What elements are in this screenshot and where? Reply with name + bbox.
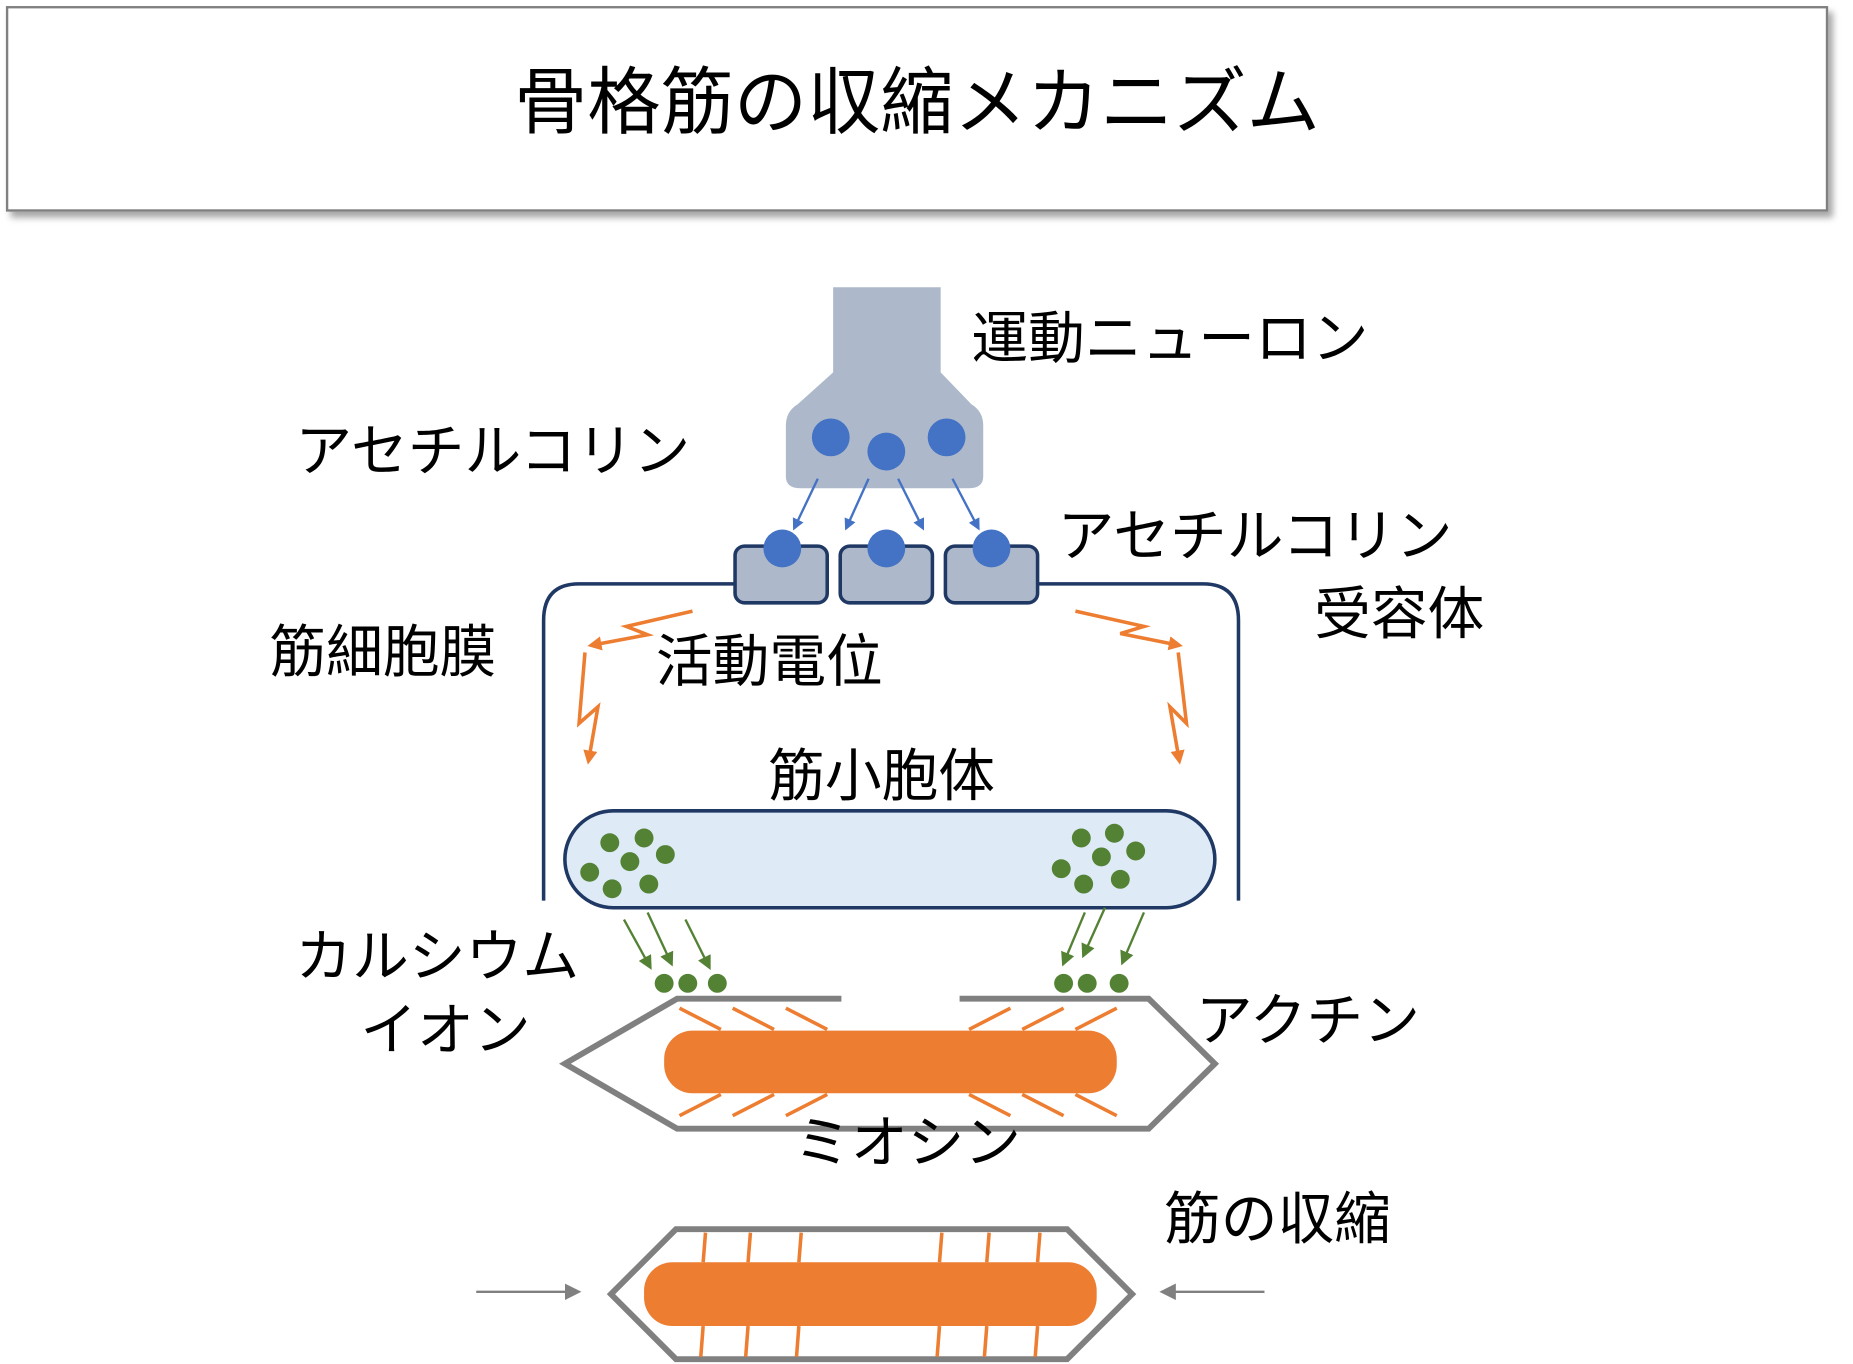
myosin-head [678, 1006, 722, 1032]
calcium-ion [1104, 823, 1124, 843]
myosin-head [731, 1006, 775, 1032]
myosin-head [1074, 1092, 1118, 1118]
calcium-ion [1077, 973, 1097, 993]
cross-bridge [797, 1232, 804, 1263]
calcium-ion [1071, 828, 1091, 848]
released-calcium [654, 973, 1129, 993]
calcium-ion [654, 973, 674, 993]
myosin-head [1021, 1006, 1065, 1032]
label-action-potential: 活動電位 [656, 629, 883, 695]
cross-bridge [746, 1232, 753, 1263]
label-receptor-line2: 受容体 [1314, 582, 1484, 648]
myosin-filament [664, 1030, 1117, 1094]
cross-bridges [699, 1232, 1042, 1357]
calcium-ion [580, 862, 600, 882]
calcium-ion [1074, 874, 1094, 894]
label-actin: アクチン [1196, 988, 1420, 1054]
sarcoplasmic-reticulum [563, 809, 1217, 910]
calcium-ion [600, 833, 620, 853]
bound-acetylcholine [972, 529, 1011, 568]
cross-bridge [743, 1325, 750, 1357]
actin-filament [558, 995, 1220, 1132]
calcium-arrow [622, 918, 652, 970]
calcium-arrow [1081, 907, 1107, 959]
label-sarcoplasmic-reticulum: 筋小胞体 [768, 743, 995, 809]
myosin-head [1074, 1006, 1118, 1032]
calcium-arrow [646, 911, 674, 967]
calcium-ion [1054, 973, 1074, 993]
myosin-heads [678, 1006, 1118, 1118]
label-receptor-line1: アセチルコリン [1058, 504, 1453, 570]
calcium-arrow [1061, 911, 1086, 967]
label-motor-neuron: 運動ニューロン [971, 306, 1368, 372]
calcium-ion [620, 852, 640, 872]
label-myosin: ミオシン [794, 1110, 1021, 1176]
calcium-ion [602, 879, 622, 899]
cross-bridge [1035, 1232, 1042, 1263]
calcium-ion [1109, 973, 1129, 993]
cross-bridge [701, 1232, 708, 1263]
calcium-ion [1051, 859, 1071, 879]
bound-acetylcholine [763, 529, 802, 568]
action-potential-arrows [576, 609, 1189, 765]
calcium-ion [655, 845, 675, 864]
stored-calcium [580, 823, 1146, 899]
myosin-head [678, 1092, 722, 1118]
calcium-ion [1126, 841, 1146, 861]
myosin-head [968, 1006, 1012, 1032]
contracted-myosin [644, 1262, 1097, 1327]
calcium-ion [707, 973, 727, 993]
label-calcium-line2: イオン [360, 998, 530, 1064]
release-arrow [951, 478, 980, 531]
acetylcholine-vesicle [867, 432, 906, 471]
title-box: 骨格筋の収縮メカニズム [5, 6, 1829, 212]
action-potential-arrow [576, 652, 601, 765]
release-arrow [792, 478, 819, 531]
release-arrow [897, 478, 925, 531]
calcium-ion [1110, 869, 1130, 889]
cross-bridge [699, 1325, 705, 1357]
cell-membrane [541, 582, 1241, 901]
myosin-head [731, 1092, 775, 1118]
calcium-ion [639, 874, 659, 894]
action-potential-arrow [1075, 609, 1183, 651]
label-calcium-line1: カルシウム [295, 924, 579, 990]
calcium-arrow [684, 919, 711, 970]
cross-bridge [935, 1325, 942, 1357]
cross-bridge [982, 1325, 989, 1357]
contracted-actin [606, 1226, 1137, 1363]
myosin-head [968, 1092, 1012, 1118]
myosin-head [785, 1006, 829, 1032]
acetylcholine-vesicle [811, 418, 850, 457]
page-title: 骨格筋の収縮メカニズム [514, 61, 1320, 146]
cross-bridge [794, 1325, 801, 1357]
calcium-arrow [1120, 911, 1146, 966]
calcium-ion [1091, 847, 1111, 867]
release-arrow [844, 478, 870, 531]
action-potential-arrow [1167, 652, 1189, 765]
bound-acetylcholine [867, 529, 906, 568]
calcium-ion [634, 828, 654, 848]
acetylcholine-vesicle [927, 418, 966, 457]
label-acetylcholine: アセチルコリン [295, 418, 690, 484]
label-contraction: 筋の収縮 [1164, 1187, 1391, 1253]
myosin-head [1021, 1092, 1065, 1118]
cross-bridge [1033, 1325, 1040, 1357]
myosin-head [785, 1092, 829, 1118]
action-potential-arrow [587, 609, 693, 651]
cross-bridge [985, 1232, 991, 1263]
calcium-ion [678, 973, 698, 993]
cross-bridge [937, 1232, 944, 1263]
release-arrows [792, 478, 980, 531]
label-cell-membrane: 筋細胞膜 [269, 619, 496, 685]
calcium-release-arrows [622, 907, 1146, 970]
